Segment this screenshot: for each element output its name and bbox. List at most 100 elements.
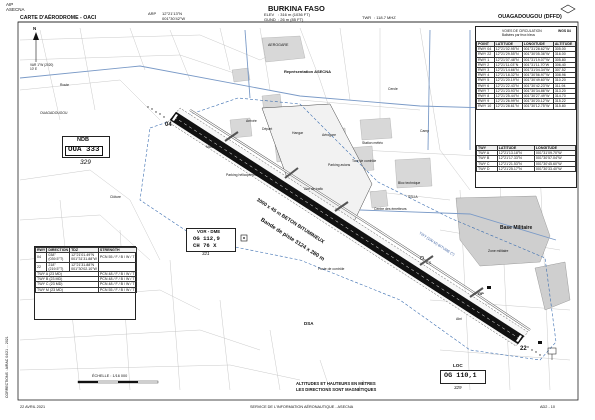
- control-tower-label: Tour de contrôle: [352, 159, 377, 163]
- military-base-area: [455, 195, 551, 267]
- wgs-label: WGS 84: [558, 29, 571, 33]
- corrections-note: CORRECTIONS : AIRAC 04/21 ... 2021: [5, 336, 9, 398]
- north-label: N: [33, 26, 37, 31]
- table-cell: 12°21'31.88"N 001°30'02.10"W: [69, 261, 99, 273]
- service-label: SERVICE DE L'INFORMATION AÉRONAUTIQUE - …: [250, 405, 354, 409]
- aerogare-label: AEROGARE: [268, 43, 289, 47]
- magnetic-variation: VAR 1°W (2020): [30, 63, 54, 67]
- table-cell: 12°21'25.17"N: [496, 165, 535, 173]
- table-cell: 001°30'57.04"W: [533, 155, 577, 162]
- sslia-label: SSLIA: [408, 195, 418, 199]
- ndb-box: NDB OUA 333: [62, 136, 110, 158]
- loc-box: OG 110,1: [440, 370, 486, 384]
- asecna-representation-label: Représentation ASECNA: [284, 69, 331, 74]
- main-roads: [19, 29, 561, 241]
- table-cell: 12°21'23.93"N: [493, 87, 523, 95]
- met-station-label: Station météo: [362, 141, 383, 145]
- city-label: OUAGADOUGOU: [40, 111, 68, 115]
- altitude-note-2: LES DIRECTIONS SONT MAGNÉTIQUES: [296, 387, 377, 392]
- table-cell: 12°21'11.03"N: [493, 61, 523, 69]
- table-cell: 12°21'29.55"N: [493, 51, 523, 58]
- elev-label: ELEV: [264, 12, 275, 17]
- table-cell: 307.52: [552, 66, 577, 74]
- table-cell: 22: [34, 261, 48, 273]
- table-cell: 001°31'09.70"W: [533, 150, 577, 157]
- gund-value: : 26 m (85 FT): [278, 17, 304, 22]
- table-cell: PCN 48 / F / B / W / T: [97, 270, 137, 278]
- technical-block-label: Bloc technique: [398, 181, 421, 185]
- vor-altitude: 321: [202, 251, 210, 256]
- control-post-label: Poste de contrôle: [318, 267, 345, 271]
- apron-label: Aire de trafic: [304, 187, 324, 191]
- table-cell: 12°21'07.48"N: [493, 56, 523, 63]
- table-cell: 12°21'18.32"N: [493, 72, 523, 79]
- elev-value: : 316 m (1036 FT): [278, 12, 311, 17]
- table-cell: 316.00: [552, 51, 577, 58]
- vor-symbol: [240, 234, 248, 242]
- terminal-label: Aérogare: [322, 133, 336, 137]
- table-cell: PCN 55 / F / B / W / T: [97, 252, 137, 263]
- annual-change: 10' E: [30, 67, 38, 71]
- table-cell: TWY D: [476, 165, 498, 173]
- parallel-taxiway-fill: [189, 109, 531, 331]
- coord-table-subtitle: Balisées par feux bleus: [502, 33, 535, 37]
- table-cell: 305.00: [552, 46, 577, 53]
- table-cell: 001°31'04.34"W: [521, 66, 554, 74]
- hangar-label: Hangar: [292, 131, 304, 135]
- table-cell: 001°30'42.23"W: [521, 82, 554, 89]
- column-header: DIRECTION: [46, 246, 71, 254]
- table-cell: 001°31'28.62"W: [521, 46, 554, 53]
- scale-label: ÉCHELLE : 1/16 000: [92, 374, 128, 378]
- table-cell: 001°30'20.12"W: [521, 98, 554, 105]
- column-header: RWY: [34, 246, 48, 254]
- asecna-logo: [560, 4, 576, 14]
- circle-label: Cercle: [388, 87, 398, 91]
- table-cell: 12°21'02.95"N: [493, 46, 523, 53]
- coordinates-table-box: VOIES DE CIRCULATION Balisées par feux b…: [475, 26, 577, 188]
- table-cell: 306.40: [552, 61, 577, 69]
- arp-lat: 12°21'13"N: [162, 11, 183, 16]
- table-cell: 001°31'11.70"W: [521, 61, 554, 69]
- camp-label: Camp: [420, 129, 430, 133]
- transmitter-centre-label: Centre des émetteurs: [374, 207, 407, 211]
- ndb-altitude: 329: [80, 159, 91, 166]
- ndb-title: NDB: [77, 137, 89, 143]
- gund-label: GUND: [264, 17, 276, 22]
- table-cell: RWY 10: [476, 103, 495, 110]
- altitude-note-1: ALTITUDES ET HAUTEURS EN MÈTRES: [296, 381, 376, 386]
- table-cell: PCN 48 / F / B / W / T: [97, 276, 137, 283]
- ils-gp-antennas: [419, 255, 542, 344]
- arp-lon: 001°30'42"W: [162, 16, 186, 21]
- arp-label: ARP: [148, 11, 157, 16]
- country-title: BURKINA FASO: [268, 4, 325, 13]
- north-arrow: [33, 32, 39, 62]
- gp-label: GP: [478, 291, 484, 296]
- vor-title: VOR - DME: [197, 229, 221, 234]
- loc-title: LOC: [453, 363, 463, 368]
- column-header: ALTITUDE: [552, 40, 577, 48]
- vor-channel: CH 76 X: [193, 242, 217, 249]
- table-cell: 001°30'12.75"W: [521, 103, 554, 110]
- table-cell: 305.80: [552, 56, 577, 63]
- table-cell: 12°21'28.61"N: [493, 103, 523, 110]
- ndb-ident: OUA 333: [65, 146, 103, 156]
- table-cell: 038° (039.5°T): [46, 252, 71, 263]
- loc-freq: OG 110,1: [444, 372, 477, 380]
- table-cell: 315.22: [552, 98, 577, 105]
- table-cell: 12°21'22.43"N: [493, 82, 523, 89]
- taxiway-connectors: [224, 131, 484, 298]
- org-line-1: AIP: [6, 2, 14, 7]
- vor-freq: OG 112,9: [193, 235, 220, 242]
- twr-label: TWR: [362, 15, 372, 20]
- fence-label: Clôture: [110, 195, 121, 199]
